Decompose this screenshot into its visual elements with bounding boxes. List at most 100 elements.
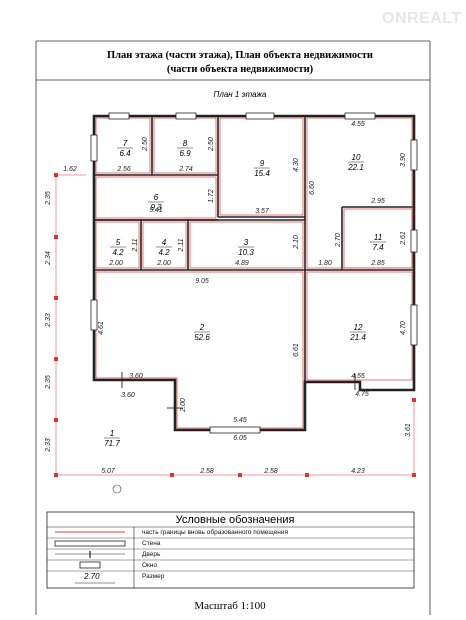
dimension-label: 2.50 xyxy=(208,137,215,152)
dimension-label: 5.45 xyxy=(233,417,247,424)
room-area: 10.3 xyxy=(238,248,254,257)
window xyxy=(410,304,418,346)
room-area: 22.1 xyxy=(347,163,364,172)
window xyxy=(410,229,418,253)
dimension-label: 6.05 xyxy=(233,435,247,442)
room-number: 2 xyxy=(199,323,205,332)
dimension-label: 4.55 xyxy=(351,373,365,380)
window xyxy=(175,112,197,120)
dimension-label: 2.58 xyxy=(263,468,278,475)
room-area: 6.9 xyxy=(179,149,191,158)
dimension-label: 4.75 xyxy=(355,391,369,398)
doors xyxy=(121,372,356,409)
legend-label-boundary: часть границы вновь образованного помеще… xyxy=(142,529,289,536)
dimension-label: 1.72 xyxy=(208,189,215,203)
window xyxy=(108,112,130,120)
dimension-label: 2.50 xyxy=(142,137,149,152)
window xyxy=(344,112,376,120)
room-number: 8 xyxy=(183,139,188,148)
legend-title: Условные обозначения xyxy=(175,514,295,526)
room-number: 9 xyxy=(260,159,265,168)
room-area: 6.4 xyxy=(119,149,131,158)
room-area: 15.4 xyxy=(254,169,270,178)
dimension-label: 2.34 xyxy=(45,251,52,266)
legend-label-door: Дверь xyxy=(142,551,161,558)
dimension-label: 4.61 xyxy=(98,321,105,335)
north-marker xyxy=(112,484,122,494)
interior-walls xyxy=(93,116,414,382)
dimension-label: 2.56 xyxy=(116,166,131,173)
window xyxy=(245,112,275,120)
dimension-label: 3.90 xyxy=(400,153,407,167)
legend-size-sample: 2.70 xyxy=(84,572,100,581)
dimension-label: 2.11 xyxy=(132,238,139,252)
dimension-label: 1.62 xyxy=(63,166,77,173)
dimension-label: 4.55 xyxy=(351,121,365,128)
room-number: 12 xyxy=(354,323,363,332)
document-title-line1: План этажа (части этажа), План объекта н… xyxy=(106,50,373,61)
dimension-label: 3.57 xyxy=(255,208,270,215)
dimension-labels: 4.55 2.50 2.50 2.56 2.74 4.30 3.90 6.60 1.72 5.41… xyxy=(45,121,412,475)
dimension-label: 2.85 xyxy=(370,260,385,267)
dimension-label: 4.70 xyxy=(400,321,407,335)
room-area: 4.2 xyxy=(112,248,124,257)
dimension-label: 2.74 xyxy=(178,166,193,173)
dimension-label: 3.60 xyxy=(129,373,143,380)
floor-label: План 1 этажа xyxy=(214,90,268,99)
dimension-label: 2.33 xyxy=(45,313,52,328)
window xyxy=(90,299,98,331)
room-area: 71.7 xyxy=(104,439,120,448)
dimension-label: 3.61 xyxy=(405,423,412,437)
legend-label-window: Окно xyxy=(142,562,158,569)
scale-label: Масштаб 1:100 xyxy=(194,600,266,612)
dimension-label: 2.95 xyxy=(370,198,385,205)
room-number: 6 xyxy=(154,193,159,202)
windows xyxy=(90,112,418,434)
dimension-label: 2.70 xyxy=(335,233,342,248)
room-area: 7.4 xyxy=(372,243,384,252)
legend-row-lines xyxy=(47,537,414,572)
exterior-walls xyxy=(92,114,416,432)
dimension-label: 5.41 xyxy=(149,207,163,214)
room-area: 4.2 xyxy=(158,248,170,257)
room-number: 1 xyxy=(110,429,114,438)
dimension-label: 6.61 xyxy=(293,343,300,357)
room-number: 4 xyxy=(162,238,167,247)
legend-label-size: Размер xyxy=(142,573,165,580)
watermark-logo: ONREALT xyxy=(382,10,462,27)
window xyxy=(90,134,98,162)
room-area: 52.6 xyxy=(194,333,210,342)
document-title-line2: (части объекта недвижимости) xyxy=(166,64,314,75)
dimension-label: 2.35 xyxy=(45,191,52,206)
dimension-label: 5.07 xyxy=(101,468,116,475)
dimension-label: 2.33 xyxy=(45,438,52,453)
dimension-label: 2.00 xyxy=(180,398,187,413)
dimension-label: 3.60 xyxy=(121,392,135,399)
dimension-label: 4.23 xyxy=(351,468,365,475)
dimension-label: 2.61 xyxy=(400,231,407,246)
dimension-label: 1.80 xyxy=(318,260,332,267)
dimension-label: 4.30 xyxy=(293,158,300,172)
room-labels: 76.486.9915.41022.169.354.244.2310.3117.… xyxy=(104,139,386,448)
legend-label-wall: Стена xyxy=(142,540,161,547)
dimension-label: 2.35 xyxy=(45,375,52,390)
dimension-label: 2.00 xyxy=(108,260,123,267)
legend-wall-sample xyxy=(54,540,126,547)
dimension-label: 2.10 xyxy=(293,235,300,250)
legend-window-sample xyxy=(79,561,101,569)
room-number: 5 xyxy=(116,238,121,247)
room-boundary-lines xyxy=(95,117,413,429)
dimension-label: 9.05 xyxy=(195,278,209,285)
dimension-label: 6.60 xyxy=(309,181,316,195)
room-number: 11 xyxy=(374,233,382,242)
room-number: 10 xyxy=(352,153,361,162)
dimension-label: 2.00 xyxy=(156,260,171,267)
outer-dimension-lines xyxy=(55,174,415,476)
outer-dimension-ticks xyxy=(54,173,416,477)
room-area: 9.3 xyxy=(150,203,162,212)
room-area: 21.4 xyxy=(349,333,366,342)
window xyxy=(410,139,418,171)
dimension-label: 2.58 xyxy=(199,468,214,475)
